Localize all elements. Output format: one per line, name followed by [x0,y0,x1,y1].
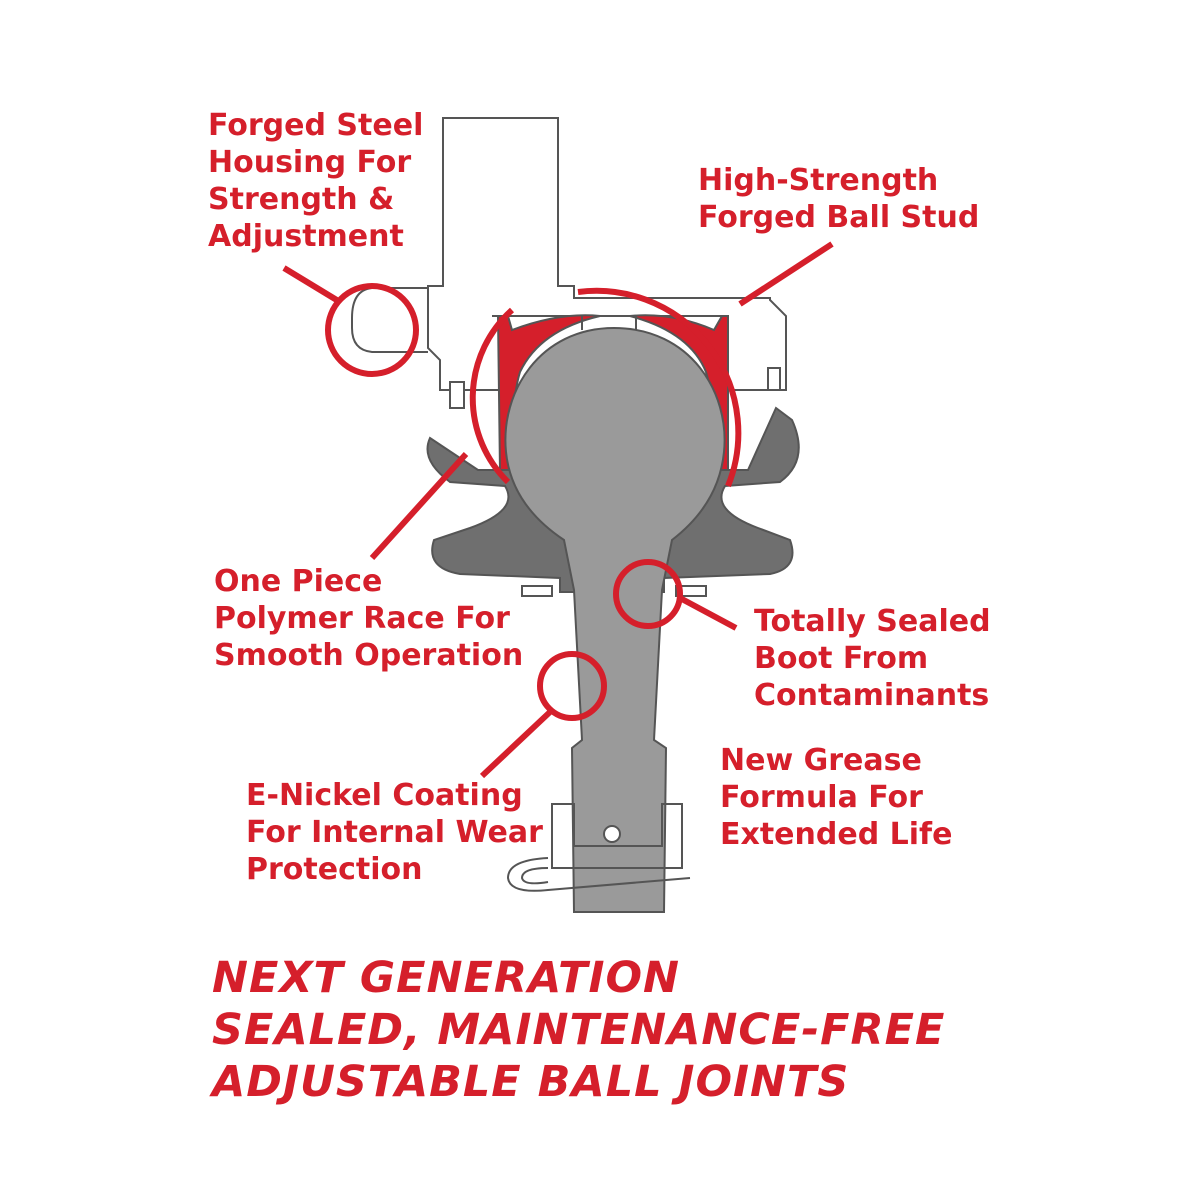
callout-line: Adjustment [208,219,404,254]
housing-callout-circle [325,283,419,377]
callout-line: Forged Ball Stud [698,200,980,235]
race-leader-line [369,451,469,561]
callout-line: Protection [246,852,423,887]
ball-stud-callout-arc [577,287,742,488]
callout-line: One Piece [214,564,383,599]
race-top-lines [581,316,637,330]
callout-line: Smooth Operation [214,638,524,673]
callout-boot: Totally Sealed Boot From Contaminants [754,603,991,714]
callout-line: For Internal Wear [246,815,543,850]
boot-clip-left [521,585,553,597]
headline-line: ADJUSTABLE BALL JOINTS [212,1057,850,1107]
callout-line: Housing For [208,145,412,180]
callout-ball-stud: High-Strength Forged Ball Stud [698,162,979,236]
callout-line: Totally Sealed [754,604,991,639]
race-callout-arc [469,307,515,485]
castle-nut [551,803,683,869]
callout-line: Forged Steel [208,108,424,143]
callout-line: Contaminants [754,678,990,713]
callout-coating: E-Nickel Coating For Internal Wear Prote… [246,777,543,888]
callout-race: One Piece Polymer Race For Smooth Operat… [214,563,523,674]
housing-leader-line [282,265,342,305]
callout-line: Formula For [720,780,923,815]
headline-line: NEXT GENERATION [212,953,680,1003]
stud-cross-hole [603,825,621,843]
coating-callout-circle [537,651,607,721]
callout-line: Polymer Race For [214,601,510,636]
callout-line: Strength & [208,182,395,217]
callout-line: Boot From [754,641,929,676]
callout-line: High-Strength [698,163,939,198]
ball-stud [504,326,726,913]
housing-side-tab [449,381,465,409]
callout-housing: Forged Steel Housing For Strength & Adju… [208,107,423,255]
cotter-pin [506,857,691,892]
housing-slot [351,287,428,353]
headline-line: SEALED, MAINTENANCE-FREE [212,1005,946,1055]
housing-side-tab-right [767,367,781,391]
coating-leader-line [479,709,553,779]
headline: NEXT GENERATION SEALED, MAINTENANCE-FREE… [212,952,945,1108]
callout-line: Extended Life [720,817,953,852]
boot-callout-circle [613,559,683,629]
boot-leader-line [678,595,738,631]
boot-clip-right [675,585,707,597]
ball-stud-leader-line [738,241,834,307]
callout-grease: New Grease Formula For Extended Life [720,742,952,853]
callout-line: E-Nickel Coating [246,778,523,813]
housing-outline [427,117,787,391]
callout-line: New Grease [720,743,922,778]
